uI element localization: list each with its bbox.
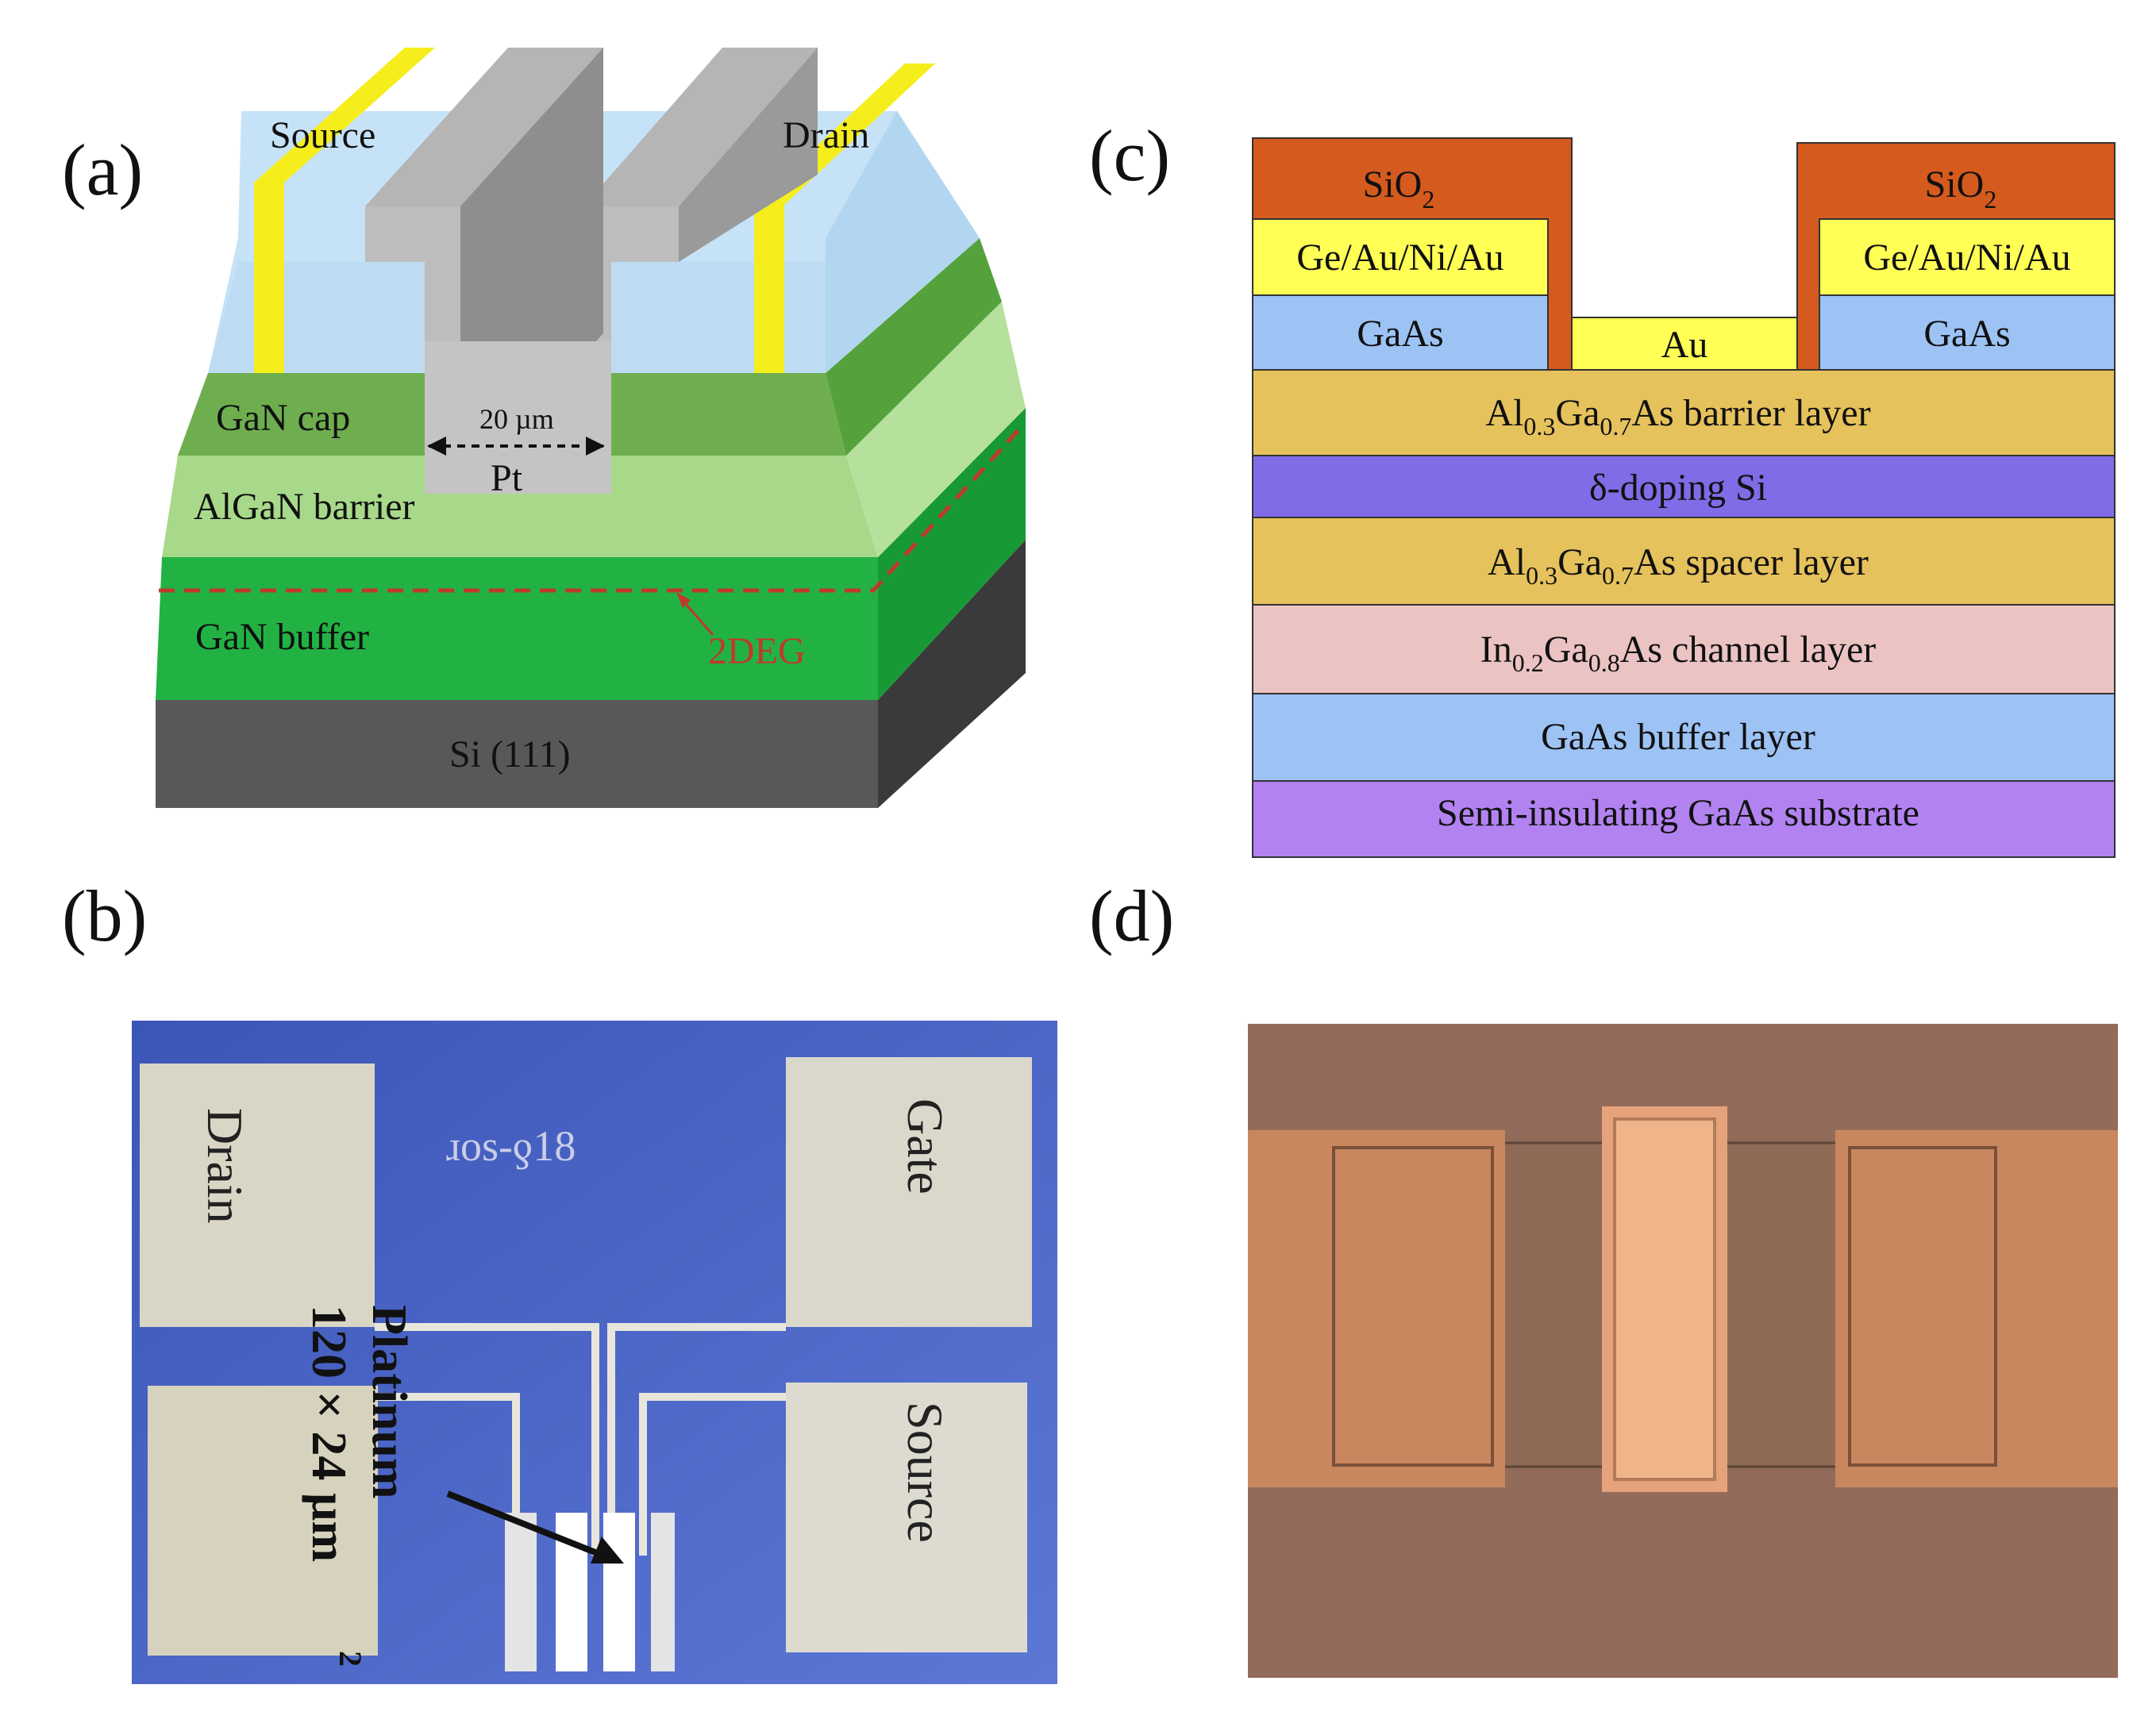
- right-contact-inner: [1848, 1146, 1997, 1467]
- drain-pad: [140, 1064, 375, 1327]
- gate-finger-3: [603, 1513, 635, 1671]
- left-bottom-pad: [148, 1386, 378, 1656]
- label-au: Au: [1661, 324, 1708, 366]
- trace-right-lower: [639, 1393, 786, 1556]
- label-si: Si (111): [449, 733, 570, 775]
- si-substrate-side: [878, 540, 1026, 808]
- label-gan-buffer: GaN buffer: [195, 616, 369, 658]
- label-metal-right: Ge/Au/Ni/Au: [1863, 237, 2070, 279]
- label-drain: Drain: [783, 114, 869, 156]
- si-substrate-front: [156, 700, 878, 808]
- width-arrow-right: [586, 437, 605, 456]
- label-metal-left: Ge/Au/Ni/Au: [1296, 237, 1503, 279]
- label-gan-cap: GaN cap: [216, 397, 350, 439]
- label-sio2-left: SiO2: [1363, 163, 1435, 213]
- pt-gate-center-face-2: [679, 48, 818, 262]
- width-arrow-left: [427, 437, 446, 456]
- platinum-arrow: [446, 1490, 605, 1559]
- twodeg-pointer-head: [676, 592, 691, 608]
- label-source: Source: [270, 114, 375, 156]
- left-contact-pad: [1248, 1130, 1505, 1487]
- trace-right: [607, 1323, 786, 1556]
- gaas-right: [1819, 294, 2116, 371]
- gate-finger-4: [651, 1513, 675, 1671]
- source-stripe-top: [254, 48, 435, 183]
- gan-buffer-side: [878, 408, 1026, 700]
- gaas-left: [1252, 294, 1549, 371]
- right-contact-pad: [1835, 1130, 2118, 1487]
- label-algan: AlGaN barrier: [194, 486, 415, 528]
- algan-front: [162, 456, 878, 557]
- label-sio2-right: SiO2: [1925, 163, 1997, 213]
- chip-id-marking: ɹos-ƍ18: [446, 1122, 576, 1170]
- source-pad: [786, 1383, 1027, 1652]
- label-doping: δ-doping Si: [1589, 467, 1767, 509]
- panel-label-d: (d): [1089, 875, 1175, 956]
- label-gaas-left: GaAs: [1357, 313, 1443, 355]
- panel-label-c: (c): [1089, 115, 1171, 196]
- label-platinum-b: Platinum: [362, 1305, 416, 1499]
- gan-buffer-front: [156, 557, 878, 700]
- gan-cap-side: [826, 238, 1002, 456]
- channel-layer: [1252, 604, 2116, 694]
- center-gate-inner: [1613, 1117, 1716, 1481]
- label-2deg: 2DEG: [708, 630, 806, 672]
- label-substrate: Semi-insulating GaAs substrate: [1437, 792, 1919, 834]
- gate-pad: [786, 1057, 1032, 1327]
- pt-gate-bottom: [425, 341, 611, 494]
- label-source-b: Source: [897, 1402, 953, 1543]
- label-pt: Pt: [491, 457, 523, 499]
- panel-label-b: (b): [62, 875, 148, 956]
- left-contact-inner: [1332, 1146, 1494, 1467]
- label-size-b: 120 × 24 µm: [302, 1305, 356, 1562]
- label-drain-b: Drain: [197, 1108, 253, 1224]
- algan-side: [846, 302, 1026, 557]
- pt-gate-back-2: [583, 48, 818, 206]
- gate-finger-1: [505, 1513, 537, 1671]
- twodeg-line: [159, 422, 1026, 593]
- drain-stripe: [754, 205, 784, 373]
- label-channel: In0.2Ga0.8As channel layer: [1480, 629, 1876, 677]
- doping-layer: [1252, 455, 2116, 518]
- trace-left: [375, 1323, 599, 1556]
- buffer-layer: [1252, 693, 2116, 782]
- substrate-layer: [1252, 780, 2116, 858]
- label-gate-b: Gate: [897, 1098, 953, 1194]
- label-spacer: Al0.3Ga0.7As spacer layer: [1488, 541, 1869, 590]
- label-size-sup-b: 2: [333, 1651, 368, 1667]
- label-barrier: Al0.3Ga0.7As barrier layer: [1485, 392, 1870, 440]
- source-stripe: [254, 183, 284, 373]
- label-gaas-right: GaAs: [1923, 313, 2010, 355]
- passivation-side: [826, 111, 980, 373]
- label-width: 20 µm: [479, 403, 554, 435]
- pt-gate-back: [365, 48, 603, 206]
- au-gate: [1571, 317, 1798, 371]
- trace-left-lower: [378, 1393, 520, 1556]
- platinum-arrow-head: [591, 1537, 624, 1564]
- panel-label-a: (a): [62, 129, 144, 210]
- barrier-layer: [1252, 369, 2116, 456]
- label-buffer: GaAs buffer layer: [1541, 716, 1815, 758]
